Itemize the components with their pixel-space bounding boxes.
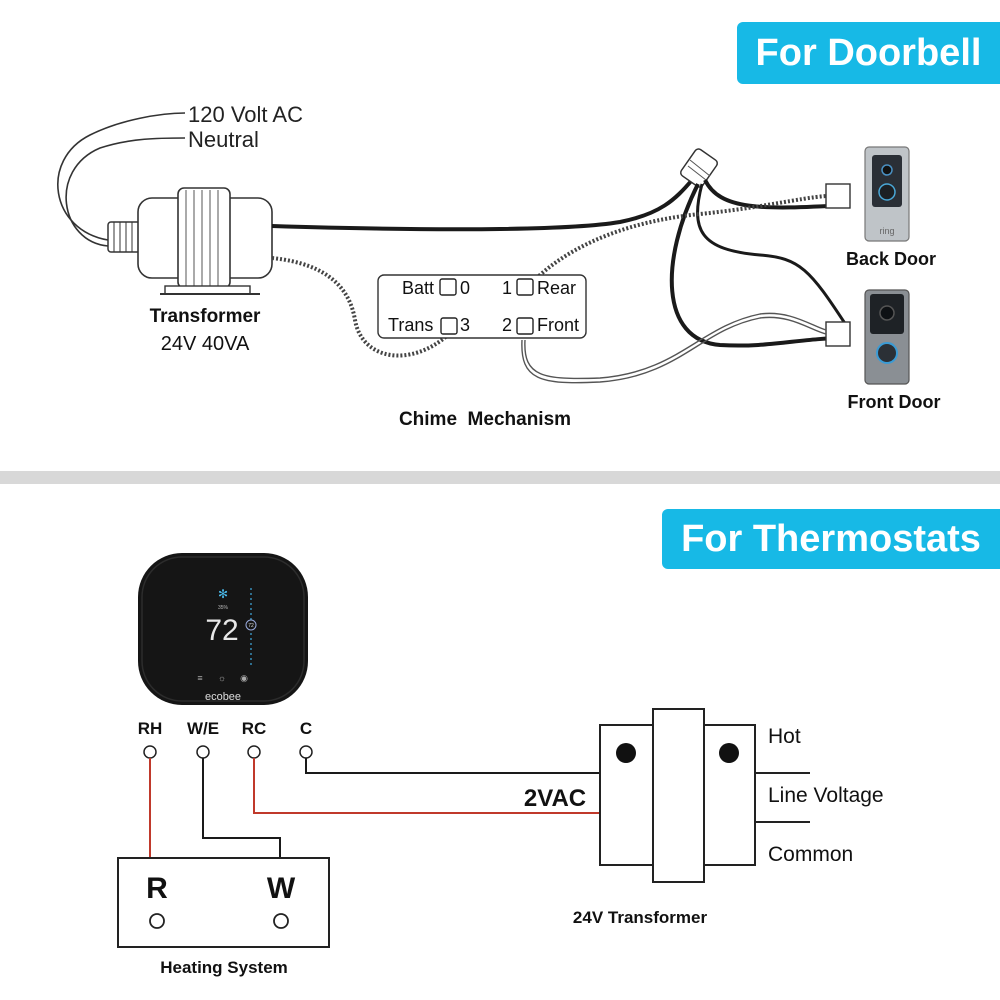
hot-label: Hot [768, 725, 801, 748]
wire-rc-to-transformer [253, 758, 600, 814]
terminal-we-point [196, 745, 210, 759]
heating-w-label: W [267, 872, 296, 905]
display-temperature: 72 [205, 614, 238, 647]
wire-rear-to-backdoor [523, 194, 827, 292]
terminal-rc-point [247, 745, 261, 759]
heating-system-title: Heating System [160, 958, 288, 977]
heating-r-terminal [149, 913, 165, 929]
terminal-c: C [300, 719, 312, 738]
front-door-label: Front Door [848, 392, 941, 412]
voltage-label: 2VAC [524, 785, 586, 812]
back-door-label: Back Door [846, 249, 936, 269]
chime-rear-screw [516, 278, 534, 296]
wire-nut-to-frontdoor [669, 183, 847, 348]
snowflake-icon: ✻ [218, 587, 228, 601]
wire-nut [679, 148, 719, 188]
ring-logo: ring [879, 226, 894, 236]
neutral-label: Neutral [188, 127, 259, 152]
wire-transformer-to-nut [271, 178, 694, 232]
front-door-doorbell [864, 289, 910, 385]
wire-transformer-to-trans [271, 256, 450, 358]
chime-front-screw [516, 317, 534, 335]
doorbell-banner: For Doorbell [737, 22, 1000, 84]
frontdoor-cable [825, 321, 851, 347]
chime-board [377, 274, 587, 339]
chime-front: Front [537, 315, 579, 335]
wire-c-to-transformer [305, 758, 600, 774]
heating-r-label: R [146, 872, 168, 905]
heating-system-box [117, 857, 330, 948]
transformer-24v-title: 24V Transformer [573, 908, 708, 927]
ecobee-logo: ecobee [205, 691, 241, 703]
chime-front-num: 2 [502, 315, 512, 335]
wire-nut-to-backdoor [703, 179, 847, 210]
transformer-rating: 24V 40VA [161, 333, 250, 355]
ac-label: 120 Volt AC [188, 102, 303, 127]
terminal-rh: RH [138, 719, 163, 738]
wire-we-to-w [202, 758, 281, 858]
ac-cord-neutral [65, 137, 186, 247]
common-label: Common [768, 843, 853, 866]
chime-batt-num: 0 [460, 278, 470, 298]
terminal-we: W/E [187, 719, 219, 738]
chime-rear: Rear [537, 278, 576, 298]
chime-trans-screw [440, 317, 458, 335]
ecobee-thermostat: ✻ 35% 72 72 ≡ ☼ ◉ ecobee [138, 553, 308, 705]
chime-batt: Batt [402, 278, 434, 298]
doorbell-transformer [107, 187, 273, 295]
chime-trans-num: 3 [460, 315, 470, 335]
chime-trans: Trans [388, 315, 433, 335]
section-divider [0, 471, 1000, 484]
transformer-title: Transformer [150, 306, 261, 327]
back-door-doorbell: ring [864, 146, 910, 242]
sensor-icon: ◉ [240, 673, 248, 683]
display-humidity: 35% [218, 605, 229, 611]
terminal-rh-point [143, 745, 157, 759]
thermostat-banner: For Thermostats [662, 509, 1000, 569]
chime-batt-screw [439, 278, 457, 296]
menu-icon: ≡ [197, 673, 202, 683]
backdoor-cable [825, 183, 851, 209]
thermostat-transformer [599, 708, 756, 883]
line-voltage-label: Line Voltage [768, 784, 884, 807]
wire-nut-to-frontdoor-2 [696, 183, 848, 326]
mode-icon: ☼ [218, 673, 226, 683]
terminal-c-point [299, 745, 313, 759]
chime-rear-num: 1 [502, 278, 512, 298]
terminal-rc: RC [242, 719, 267, 738]
heating-w-terminal [273, 913, 289, 929]
display-setpoint: 72 [248, 623, 254, 629]
wire-front-to-frontdoor [521, 316, 827, 384]
chime-title: Chime Mechanism [399, 409, 571, 430]
